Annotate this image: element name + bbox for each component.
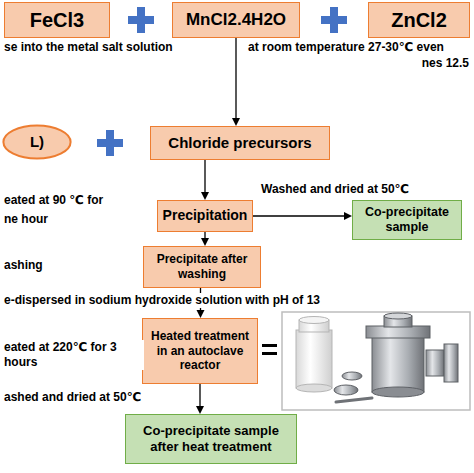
node-text-group: FeCl3 bbox=[30, 8, 84, 32]
ellipse-shape bbox=[3, 125, 70, 158]
arrow-head bbox=[201, 192, 209, 200]
node-text-group: Co-precipitate sample bbox=[357, 205, 457, 236]
step-note: eated at 90 ℃ for bbox=[2, 193, 105, 208]
plus-sign bbox=[128, 7, 154, 33]
step-note: e-dispersed in sodium hydroxide solution… bbox=[2, 293, 322, 308]
process-box: Precipitate after washing bbox=[143, 246, 261, 288]
arrow-line bbox=[235, 38, 236, 119]
flow-arrow bbox=[253, 212, 352, 220]
flow-arrow bbox=[232, 38, 240, 126]
edge-label: Washed and dried at 50℃ bbox=[259, 182, 411, 197]
step-note: ashed and dried at 50℃ bbox=[2, 390, 143, 405]
reagent-ellipse: L) bbox=[2, 124, 72, 160]
node-label: Chloride precursors bbox=[168, 134, 311, 152]
node-text-group: Precipitate after washing bbox=[148, 252, 256, 281]
result-box: Co-precipitate sample bbox=[352, 200, 462, 240]
flow-arrow bbox=[196, 384, 204, 414]
node-label: Precipitate after washing bbox=[148, 252, 256, 281]
step-note: eated at 220℃ for 3 hours bbox=[2, 340, 144, 370]
flow-arrow bbox=[201, 232, 209, 246]
arrow-head bbox=[201, 238, 209, 246]
node-label: FeCl3 bbox=[30, 8, 84, 32]
precursor-box: ZnCl2 bbox=[368, 2, 470, 38]
node-label: Heated treatment in an autoclave reactor bbox=[147, 329, 253, 373]
plus-sign bbox=[97, 130, 123, 156]
arrow-line bbox=[204, 232, 205, 239]
equals-sign bbox=[262, 344, 277, 355]
node-text-group: Precipitation bbox=[163, 207, 248, 224]
flow-arrow bbox=[201, 160, 209, 200]
arrow-head bbox=[197, 310, 205, 318]
precursor-box: FeCl3 bbox=[4, 2, 110, 38]
step-note: ashing bbox=[2, 258, 45, 273]
node-text-group: ZnCl2 bbox=[391, 8, 447, 32]
step-note: ne hour bbox=[2, 212, 50, 227]
node-text-group: Heated treatment in an autoclave reactor bbox=[147, 329, 253, 373]
node-text-group: Co-precipitate sample after heat treatme… bbox=[130, 423, 292, 455]
process-box: Chloride precursors bbox=[150, 126, 330, 160]
node-label: Precipitation bbox=[163, 207, 248, 224]
plus-sign bbox=[321, 7, 347, 33]
autoclave-photo bbox=[282, 312, 470, 410]
result-box: Co-precipitate sample after heat treatme… bbox=[125, 414, 297, 464]
precursor-box: MnCl2.4H2O bbox=[172, 2, 300, 38]
node-text-group: L) bbox=[30, 133, 44, 151]
step-note: nes 12.5 bbox=[420, 56, 471, 71]
node-text-group: MnCl2.4H2O bbox=[186, 10, 286, 31]
arrow-head bbox=[344, 212, 352, 220]
arrow-line bbox=[204, 160, 205, 193]
node-text-group: Chloride precursors bbox=[168, 134, 311, 152]
process-box: Heated treatment in an autoclave reactor bbox=[142, 318, 258, 384]
node-label: MnCl2.4H2O bbox=[186, 10, 286, 31]
node-label: L) bbox=[30, 133, 44, 151]
arrow-head bbox=[196, 406, 204, 414]
process-box: Precipitation bbox=[157, 200, 253, 232]
node-label: Co-precipitate sample bbox=[357, 205, 457, 236]
step-note: se into the metal salt solution bbox=[2, 40, 175, 55]
node-label: ZnCl2 bbox=[391, 8, 447, 32]
arrow-line bbox=[253, 215, 345, 216]
arrow-line bbox=[199, 384, 200, 407]
arrow-head bbox=[232, 118, 240, 126]
node-label: Co-precipitate sample after heat treatme… bbox=[130, 423, 292, 455]
step-note: at room temperature 27-30℃ even bbox=[246, 40, 446, 55]
